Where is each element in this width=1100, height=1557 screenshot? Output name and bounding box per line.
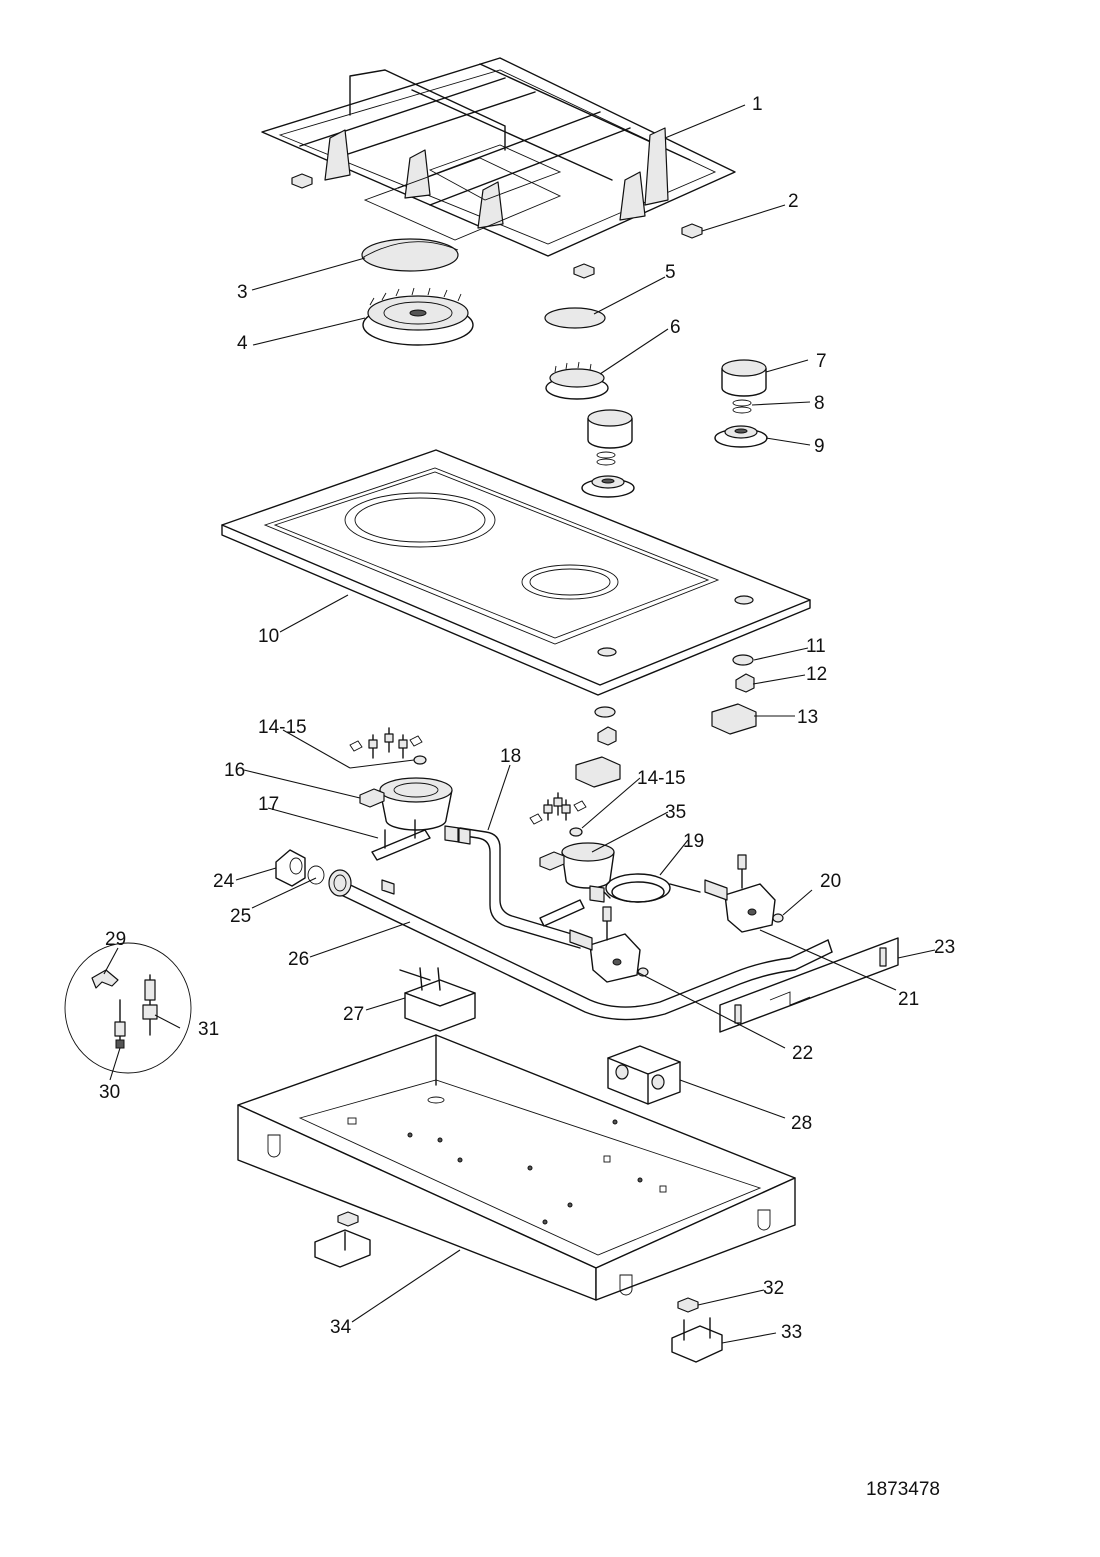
label-5: 5	[665, 262, 676, 283]
label-4: 4	[237, 333, 248, 354]
part-20-washer	[772, 913, 784, 923]
label-13: 13	[797, 707, 818, 728]
label-18: 18	[500, 746, 521, 767]
part-26-gas-rail	[334, 879, 833, 1021]
label-1: 1	[752, 94, 763, 115]
label-9: 9	[814, 436, 825, 457]
label-23: 23	[934, 937, 955, 958]
part-28-terminal-block	[607, 1045, 681, 1105]
grate-rubber-feet	[291, 173, 703, 279]
label-34: 34	[330, 1317, 352, 1338]
part-31-thermocouple	[142, 974, 158, 1036]
label-17: 17	[258, 794, 279, 815]
part-1-pan-support	[261, 57, 736, 257]
part-33-tray-foot	[671, 1317, 723, 1363]
label-12: 12	[806, 664, 827, 685]
label-14-15-left: 14-15	[258, 717, 307, 738]
part-6-small-burner-crown	[545, 361, 609, 400]
label-10: 10	[258, 626, 279, 647]
tray-foot-bracket-left	[314, 1211, 371, 1268]
label-32: 32	[763, 1278, 784, 1299]
label-27: 27	[343, 1004, 364, 1025]
part-25-inlet-fitting	[307, 865, 352, 897]
drawing-number: 1873478	[866, 1479, 940, 1500]
part-5-small-burner-cap	[544, 307, 606, 329]
label-7: 7	[816, 351, 827, 372]
part-7-control-knob	[721, 359, 767, 397]
label-25: 25	[230, 906, 251, 927]
part-17-burner-bracket	[371, 819, 431, 861]
part-13-microswitch	[711, 703, 757, 735]
label-14-15-center: 14-15	[637, 768, 686, 789]
label-24: 24	[213, 871, 235, 892]
part-14-15-electrodes-center	[529, 792, 587, 837]
label-19: 19	[683, 831, 704, 852]
part-10-hob-top-plate	[221, 449, 811, 696]
label-22: 22	[792, 1043, 813, 1064]
callout-labels: 1 2 3 4 5 6 7 8 9 10 11 12 13 14-15 16 1…	[99, 94, 955, 1343]
part-27-ignition-generator	[399, 967, 476, 1032]
label-3: 3	[237, 282, 248, 303]
part-30-spark-electrode	[114, 999, 126, 1049]
detail-circle-spark-parts	[64, 942, 192, 1074]
part-23-rail-bracket	[719, 937, 899, 1033]
label-6: 6	[670, 317, 681, 338]
part-8-knob-spring	[732, 399, 752, 414]
label-16: 16	[224, 760, 245, 781]
part-3-large-burner-cap	[361, 238, 459, 272]
label-28: 28	[791, 1113, 812, 1134]
part-32-foot-clip	[677, 1297, 699, 1313]
part-24-elbow-fitting	[275, 849, 306, 887]
label-31: 31	[198, 1019, 219, 1040]
leader-lines	[103, 104, 936, 1344]
label-35: 35	[665, 802, 686, 823]
part-22-gas-valve	[569, 906, 649, 983]
label-2: 2	[788, 191, 799, 212]
part-21-gas-valve	[704, 854, 776, 933]
part-11-grommet	[732, 654, 754, 666]
part-19-coiled-pipe	[603, 873, 701, 903]
part-18-gas-pipe	[451, 833, 581, 949]
part-14-15-electrodes-left	[349, 727, 427, 765]
label-8: 8	[814, 393, 825, 414]
part-12-switch-clip	[735, 673, 755, 693]
label-26: 26	[288, 949, 309, 970]
part-34-bottom-tray	[237, 1034, 796, 1301]
label-20: 20	[820, 871, 841, 892]
label-11: 11	[806, 636, 826, 657]
part-9-knob-bezel	[714, 425, 768, 448]
label-33: 33	[781, 1322, 802, 1343]
part-4-large-burner-crown	[362, 287, 474, 346]
part-16-burner-body-large	[359, 777, 453, 831]
label-30: 30	[99, 1082, 120, 1103]
label-21: 21	[898, 989, 919, 1010]
label-29: 29	[105, 929, 126, 950]
knob-set-center	[581, 409, 635, 498]
switch-set-center	[575, 706, 621, 788]
